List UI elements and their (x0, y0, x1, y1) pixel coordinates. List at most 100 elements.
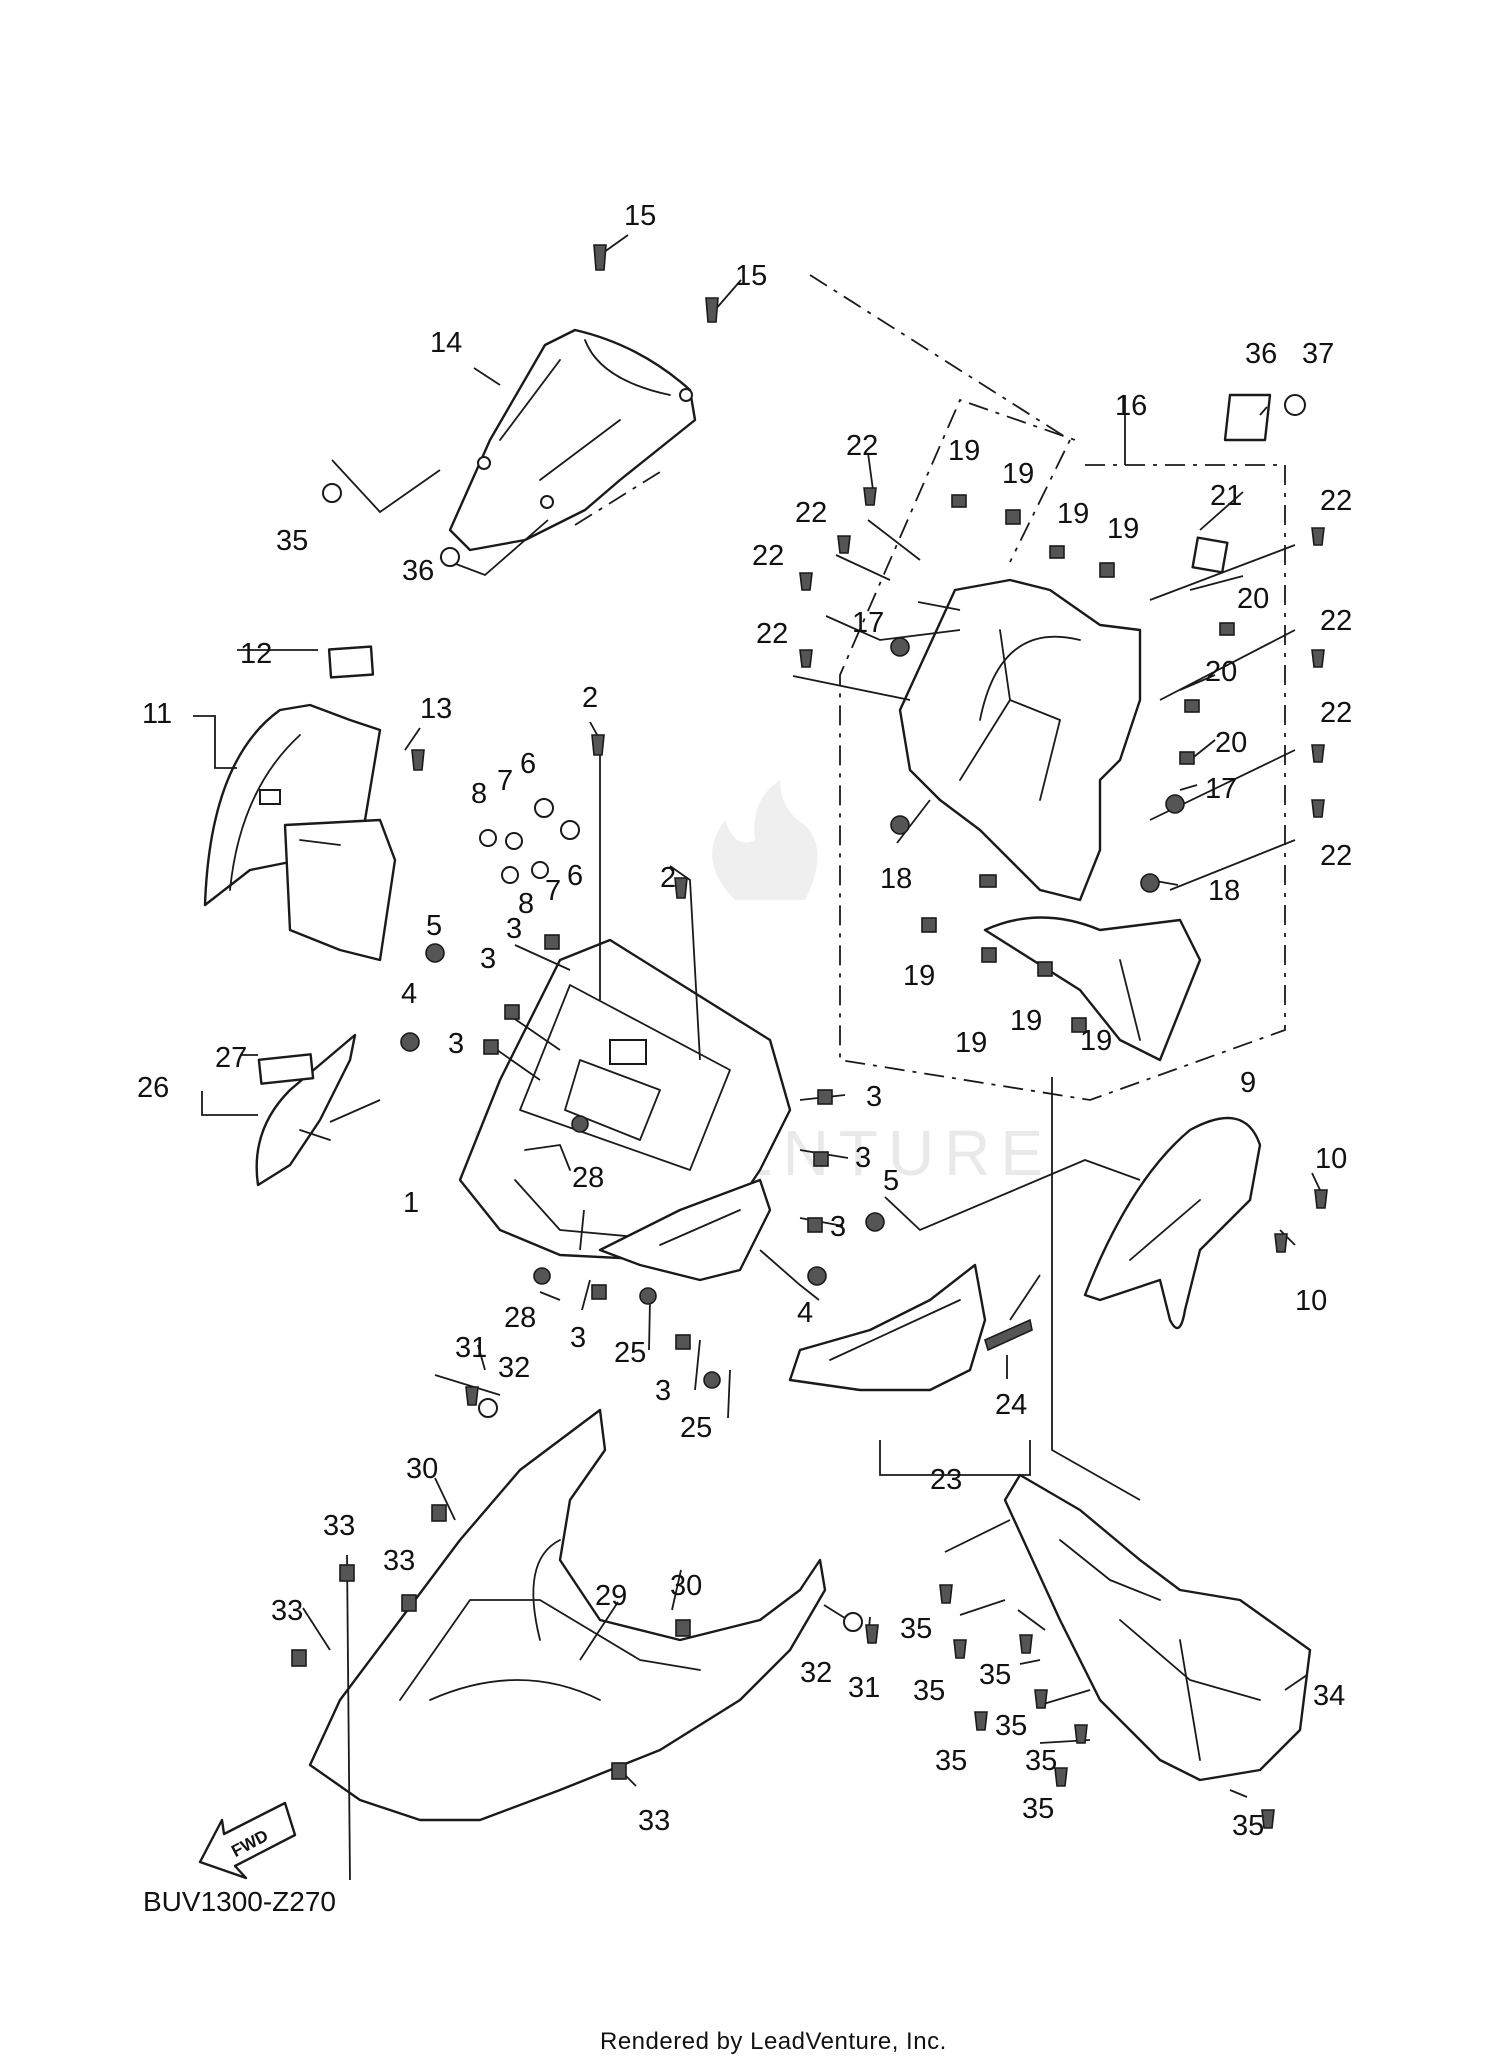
callout-28: 28 (572, 1162, 604, 1194)
part-inner-panel (898, 578, 1202, 1062)
callout-19: 19 (903, 960, 935, 992)
callout-22: 22 (795, 497, 827, 529)
callout-25: 25 (614, 1337, 646, 1369)
callout-23: 23 (930, 1464, 962, 1496)
part-left-cowl (203, 703, 397, 962)
callout-27: 27 (215, 1042, 247, 1074)
callout-34: 34 (1313, 1680, 1345, 1712)
render-credit: Rendered by LeadVenture, Inc. (600, 2028, 947, 2055)
callout-19: 19 (1010, 1005, 1042, 1037)
callout-33: 33 (383, 1545, 415, 1577)
callout-labels: 15 15 14 35 36 12 11 13 2 6 7 8 6 7 8 2 … (137, 200, 1352, 1842)
callout-20: 20 (1205, 656, 1237, 688)
part-front-panel (458, 938, 792, 1262)
callout-17: 17 (1205, 773, 1237, 805)
callout-4: 4 (401, 978, 417, 1010)
callout-19: 19 (1107, 513, 1139, 545)
callout-35: 35 (1232, 1810, 1264, 1842)
callout-12: 12 (240, 638, 272, 670)
callout-2: 2 (582, 682, 598, 714)
callout-35: 35 (900, 1613, 932, 1645)
callout-22: 22 (846, 430, 878, 462)
callout-30: 30 (406, 1453, 438, 1485)
callout-3: 3 (480, 943, 496, 975)
part-under-cowl (308, 1408, 827, 1822)
callout-33: 33 (638, 1805, 670, 1837)
callout-22: 22 (1320, 697, 1352, 729)
callout-25: 25 (680, 1412, 712, 1444)
callout-32: 32 (800, 1657, 832, 1689)
part-right-garnish (1083, 1116, 1262, 1330)
callout-6: 6 (520, 748, 536, 780)
callout-3: 3 (570, 1322, 586, 1354)
callout-8: 8 (471, 778, 487, 810)
callout-31: 31 (455, 1332, 487, 1364)
callout-5: 5 (426, 910, 442, 942)
callout-3: 3 (506, 913, 522, 945)
callout-38: 37 (1302, 338, 1334, 370)
hardware-fasteners (291, 244, 1328, 1829)
callout-19: 19 (1057, 498, 1089, 530)
part-center-bracket (598, 1178, 772, 1282)
callout-8: 8 (518, 888, 534, 920)
diagram-id-code: BUV1300-Z270 (143, 1886, 337, 1917)
callout-19: 19 (1002, 458, 1034, 490)
callout-14: 14 (430, 327, 462, 359)
callout-16: 16 (1115, 390, 1147, 422)
part-left-garnish (255, 1033, 357, 1187)
callout-18: 18 (1208, 875, 1240, 907)
callout-26: 26 (137, 1072, 169, 1104)
callout-35: 35 (1025, 1745, 1057, 1777)
callout-15: 15 (735, 260, 767, 292)
yamaha-emblem (984, 1318, 1033, 1352)
part-37-bracket (1223, 393, 1272, 442)
callout-28: 28 (504, 1302, 536, 1334)
callout-35: 35 (913, 1675, 945, 1707)
callout-22: 22 (1320, 485, 1352, 517)
callout-17: 17 (852, 607, 884, 639)
label-27-sticker (257, 1053, 315, 1085)
callout-18: 18 (880, 863, 912, 895)
callout-7: 7 (497, 765, 513, 797)
callout-3: 3 (448, 1028, 464, 1060)
callout-35: 35 (979, 1659, 1011, 1691)
callout-13: 13 (420, 693, 452, 725)
callout-7: 7 (545, 875, 561, 907)
callout-35: 35 (1022, 1793, 1054, 1825)
callout-33: 33 (271, 1595, 303, 1627)
callout-3: 3 (866, 1081, 882, 1113)
callout-10: 10 (1315, 1143, 1347, 1175)
callout-20: 20 (1237, 583, 1269, 615)
callout-24: 24 (995, 1389, 1027, 1421)
callout-19: 19 (955, 1027, 987, 1059)
callout-3: 3 (655, 1375, 671, 1407)
callout-35: 35 (995, 1710, 1027, 1742)
callout-36: 35 (276, 525, 308, 557)
callout-33: 33 (323, 1510, 355, 1542)
callout-31: 31 (848, 1672, 880, 1704)
callout-15: 15 (624, 200, 656, 232)
callout-19: 19 (1080, 1025, 1112, 1057)
callout-22: 22 (752, 540, 784, 572)
callout-29: 29 (595, 1580, 627, 1612)
callout-22: 22 (1320, 840, 1352, 872)
callout-2: 2 (660, 862, 676, 894)
callout-4: 4 (797, 1297, 813, 1329)
callout-32: 32 (498, 1352, 530, 1384)
callout-5: 5 (883, 1165, 899, 1197)
callout-1: 1 (403, 1187, 419, 1219)
callout-35: 35 (935, 1745, 967, 1777)
assembly-boundaries (574, 274, 1286, 1101)
callout-36: 36 (402, 555, 434, 587)
label-21-sticker (1191, 536, 1229, 574)
callout-19: 19 (948, 435, 980, 467)
callout-22: 22 (1320, 605, 1352, 637)
callout-37: 36 (1245, 338, 1277, 370)
part-lower-garnish (788, 1263, 987, 1392)
callout-9: 9 (1240, 1067, 1256, 1099)
callout-21: 21 (1210, 480, 1242, 512)
callout-11: 11 (142, 698, 172, 730)
part-upper-cover (448, 328, 697, 552)
callout-22: 22 (756, 618, 788, 650)
